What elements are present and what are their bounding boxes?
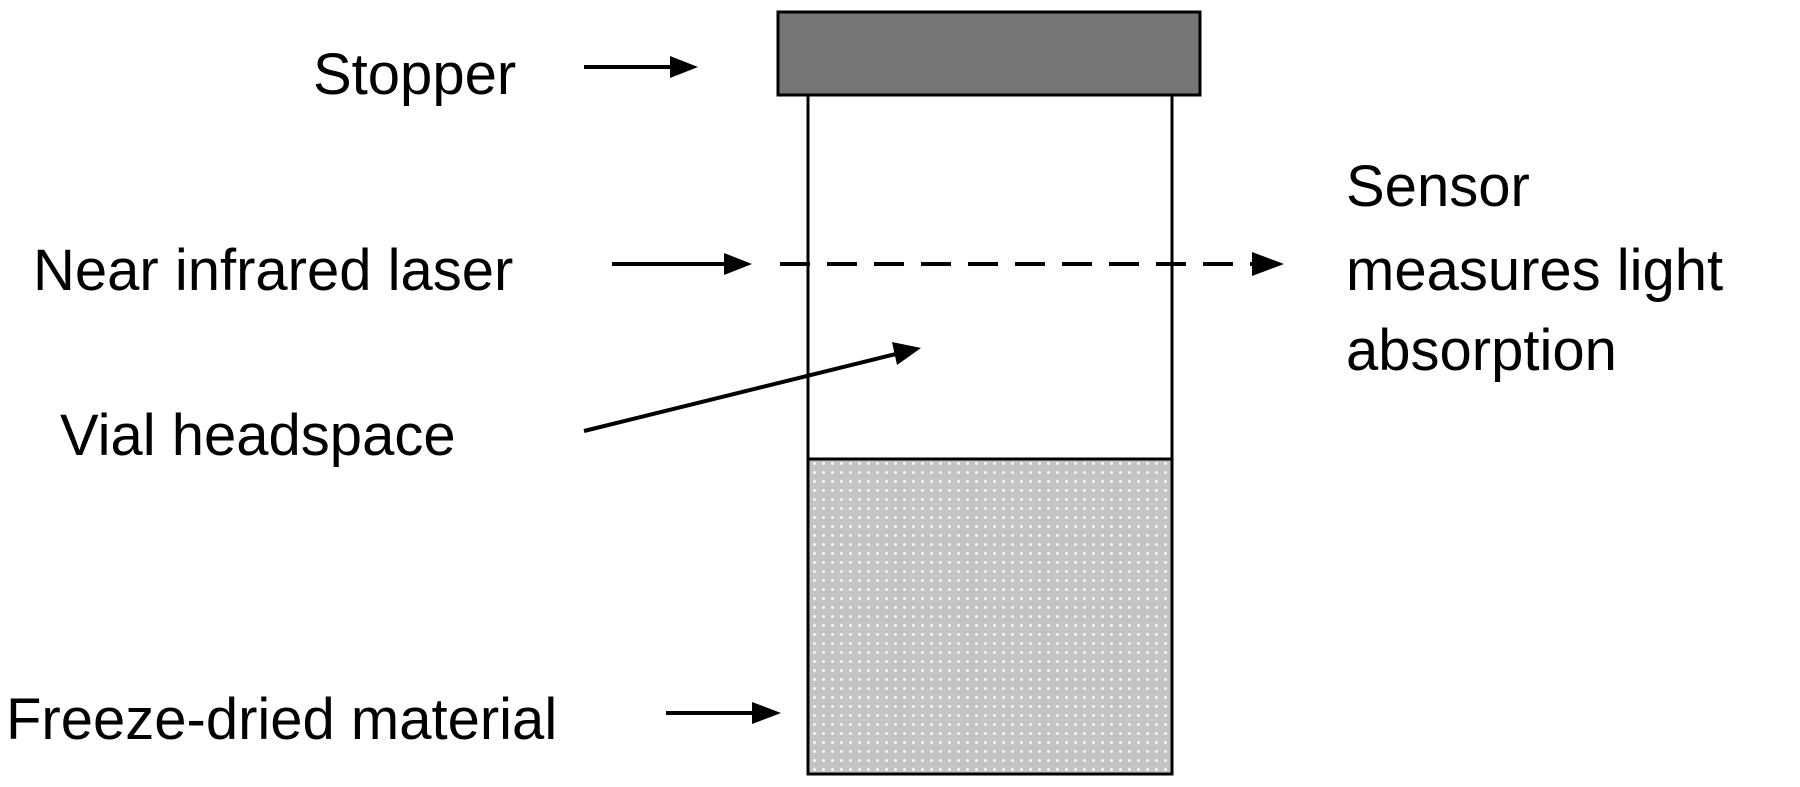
laser-beam-arrowhead bbox=[1252, 252, 1284, 276]
stopper-block bbox=[776, 10, 1202, 97]
headspace-label: Vial headspace bbox=[60, 403, 456, 468]
headspace-arrow bbox=[583, 342, 921, 433]
freeze-dried-material-fill bbox=[806, 457, 1174, 776]
sensor-label-line-3: absorption bbox=[1346, 318, 1617, 383]
stopper-arrow bbox=[584, 56, 698, 78]
sensor-label-line-1: Sensor bbox=[1346, 154, 1530, 219]
stopper-label: Stopper bbox=[313, 42, 516, 107]
laser-input-arrow bbox=[612, 253, 752, 275]
material-label: Freeze-dried material bbox=[6, 687, 557, 752]
material-arrow bbox=[666, 702, 781, 724]
sensor-label-line-2: measures light bbox=[1346, 238, 1723, 303]
laser-label: Near infrared laser bbox=[33, 238, 513, 303]
